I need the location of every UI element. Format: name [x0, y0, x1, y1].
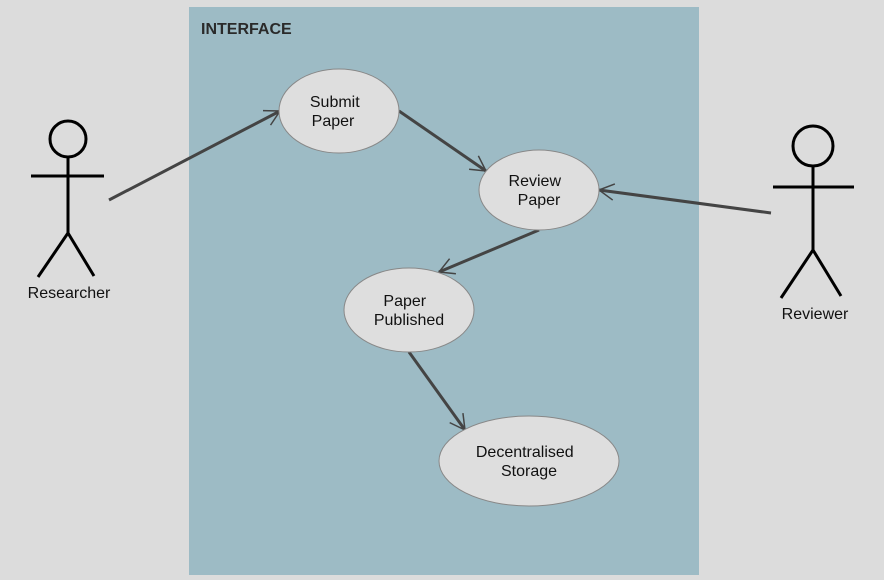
edge-researcher-to-submit-paper-line [108, 109, 281, 202]
edge-submit-paper-to-review-paper-line [398, 109, 487, 173]
usecase-review-paper-label: Review Paper [509, 173, 566, 209]
usecase-decentralised-storage-line1: Decentralised [476, 444, 574, 461]
actor-reviewer[interactable]: Reviewer [773, 124, 854, 323]
usecase-submit-paper-line1: Submit [310, 94, 360, 111]
usecase-review-paper-line2: Paper [518, 192, 561, 209]
actor-reviewer-label: Reviewer [782, 306, 849, 323]
usecase-submit-paper-label: Submit Paper [310, 94, 364, 130]
edge-review-paper-to-paper-published-line [438, 228, 540, 274]
usecase-paper-published-line2: Published [374, 312, 444, 329]
usecase-review-paper[interactable]: Review Paper [478, 149, 600, 231]
usecase-submit-paper-ellipse[interactable] [278, 68, 400, 154]
system-boundary-label: INTERFACE [201, 21, 292, 38]
usecase-review-paper-ellipse[interactable] [478, 149, 600, 231]
actor-reviewer-left-leg [779, 249, 815, 299]
edge-review-paper-to-paper-published-arrowhead [437, 258, 456, 275]
actor-reviewer-right-leg [811, 249, 843, 297]
actor-researcher-head [48, 119, 88, 159]
usecase-decentralised-storage-line2: Storage [501, 463, 557, 480]
usecase-decentralised-storage-ellipse[interactable] [438, 415, 620, 507]
usecase-submit-paper[interactable]: Submit Paper [278, 68, 400, 154]
usecase-review-paper-line1: Review [509, 173, 562, 190]
actor-reviewer-head [791, 124, 835, 168]
usecase-decentralised-storage[interactable]: Decentralised Storage [438, 415, 620, 507]
usecase-submit-paper-line2: Paper [312, 113, 355, 130]
edge-reviewer-to-review-paper-line [598, 188, 772, 215]
actor-researcher[interactable]: Researcher [28, 119, 111, 302]
usecase-decentralised-storage-label: Decentralised Storage [476, 444, 578, 480]
usecase-paper-published-label: Paper Published [374, 293, 444, 329]
usecase-paper-published[interactable]: Paper Published [343, 267, 475, 353]
actor-researcher-label: Researcher [28, 285, 111, 302]
actor-researcher-right-leg [66, 232, 96, 277]
edge-review-paper-to-paper-published [437, 228, 540, 275]
actor-researcher-left-leg [36, 232, 70, 278]
usecase-paper-published-ellipse[interactable] [343, 267, 475, 353]
usecase-paper-published-line1: Paper [383, 293, 426, 310]
edge-paper-published-to-decentralised-storage-line [407, 351, 467, 431]
